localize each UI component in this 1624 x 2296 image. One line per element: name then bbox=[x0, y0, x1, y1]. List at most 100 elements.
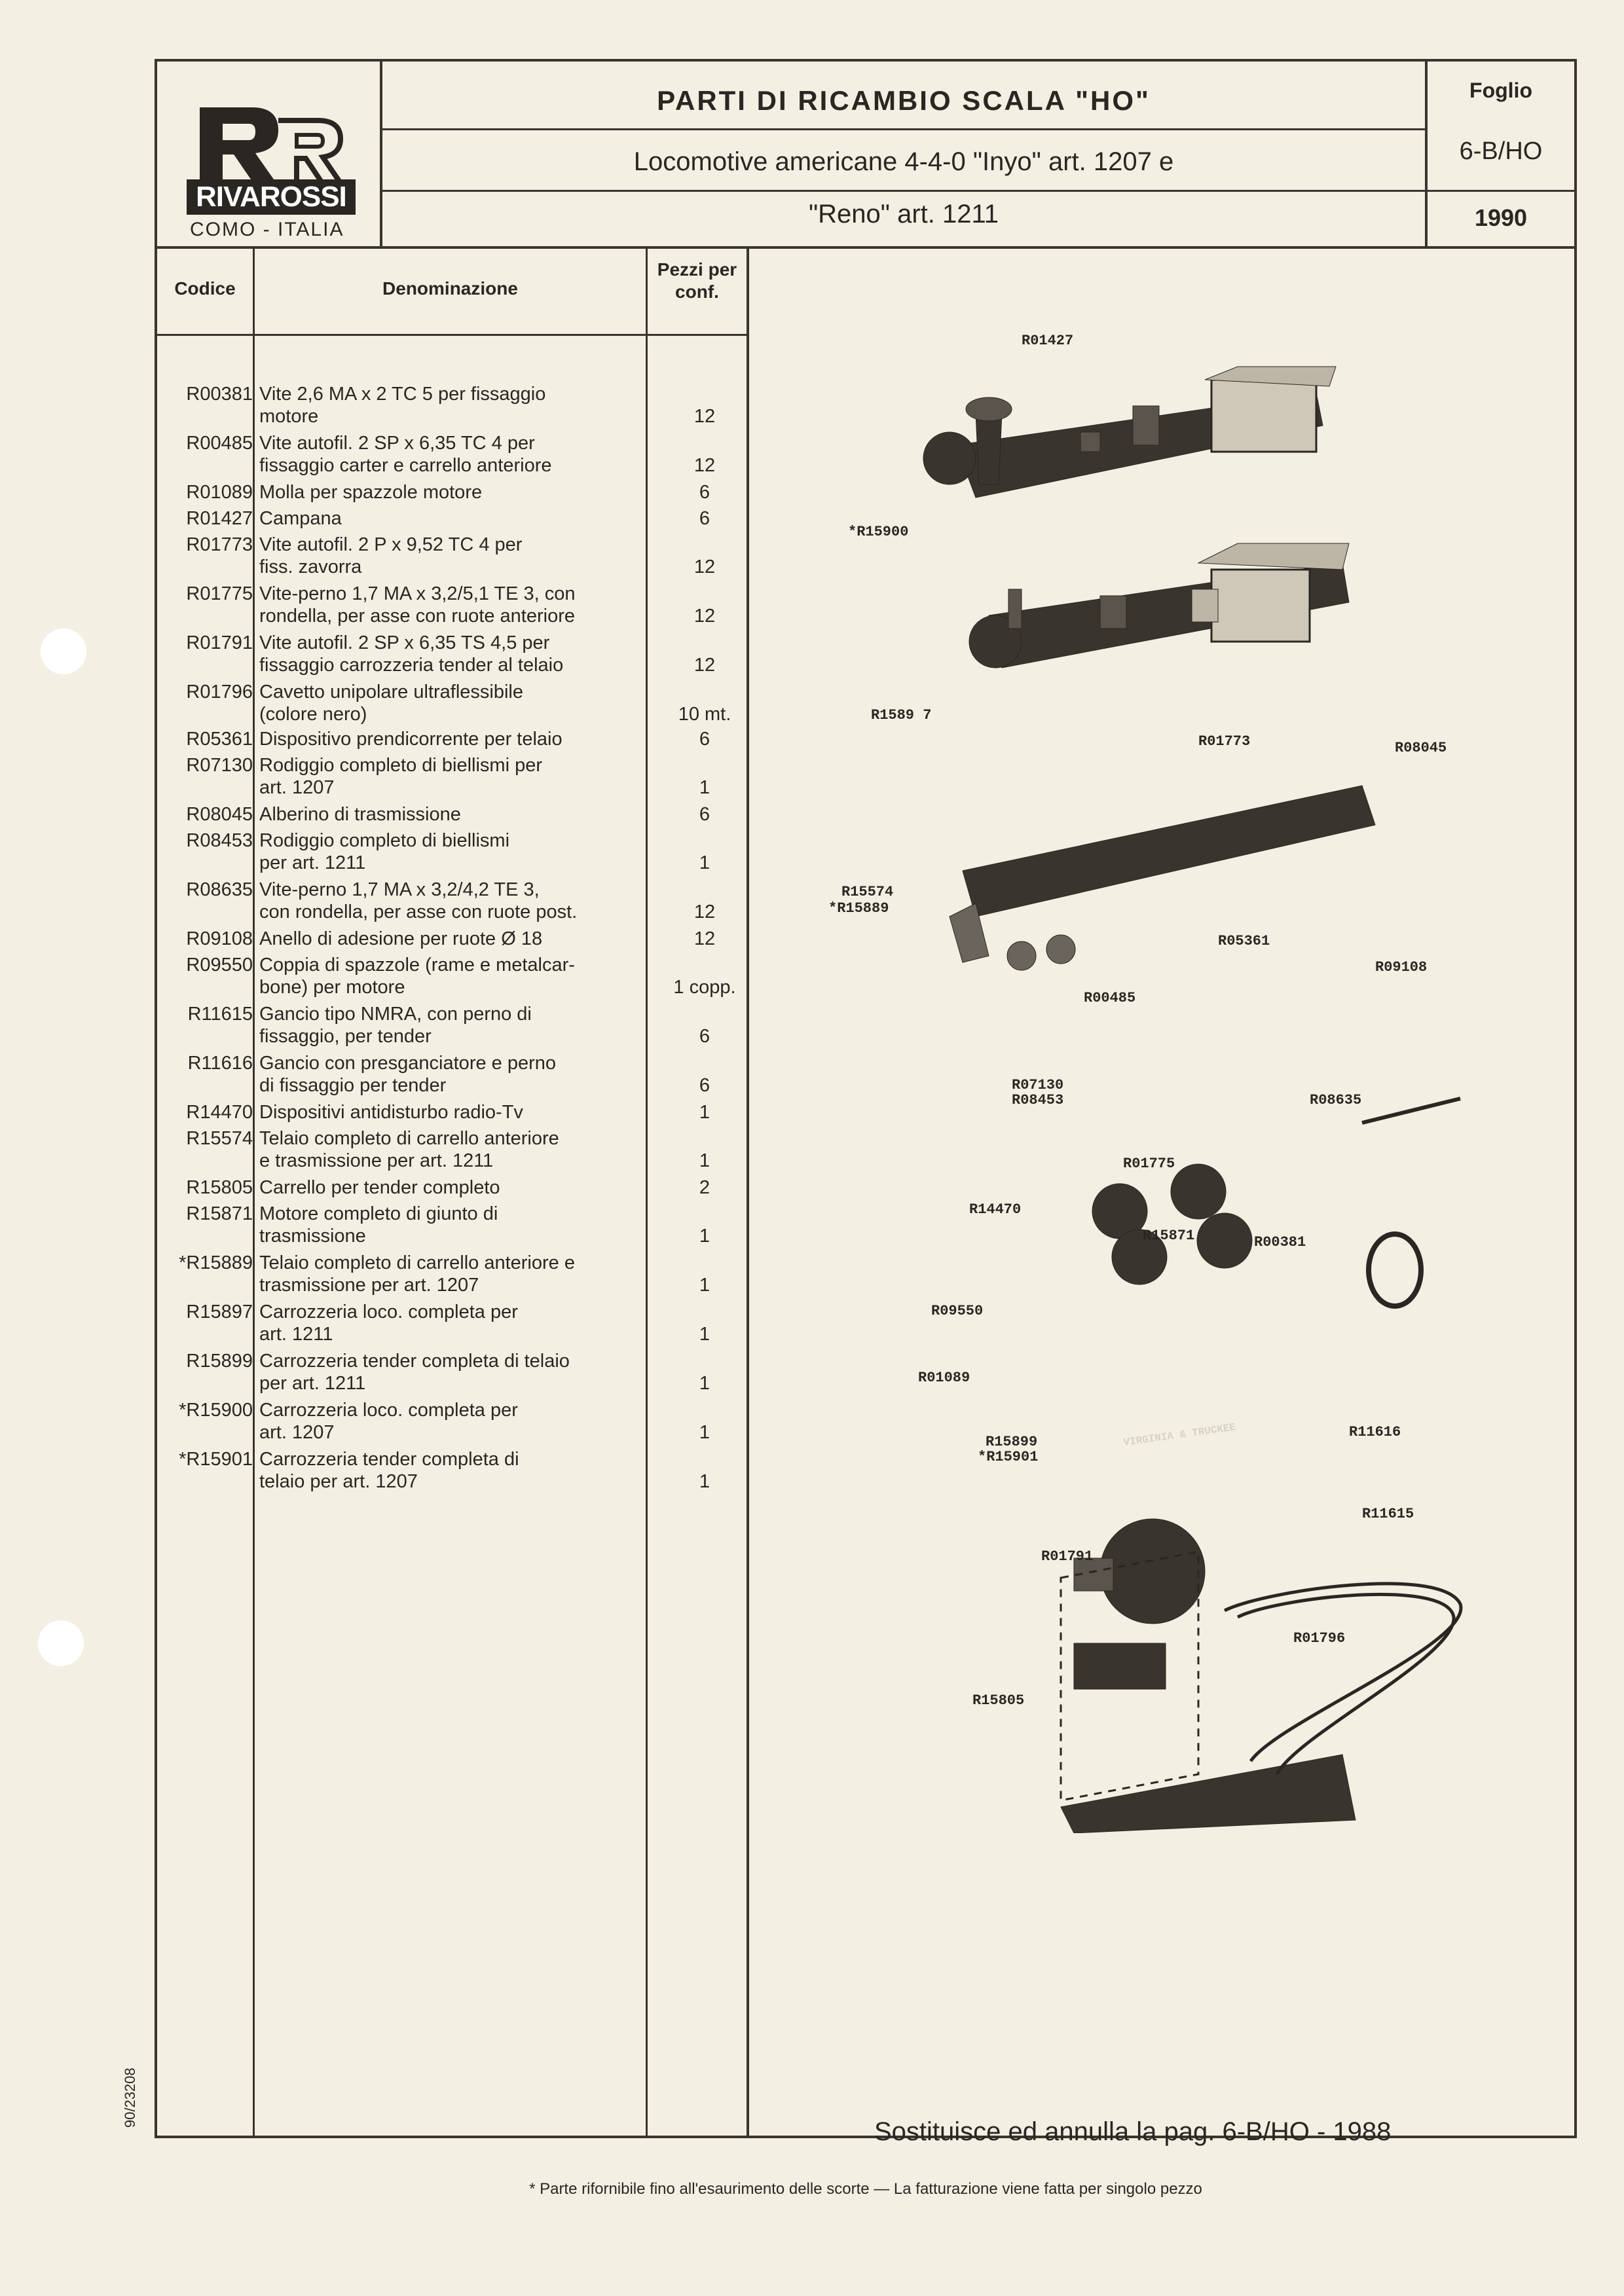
col-name-header: Denominazione bbox=[382, 278, 518, 299]
brand-name: RIVAROSSI bbox=[187, 179, 356, 215]
document-code: 90/23208 bbox=[122, 2068, 138, 2128]
chassis-icon bbox=[949, 785, 1376, 971]
sheet-title: PARTI DI RICAMBIO SCALA "HO" bbox=[657, 85, 1151, 116]
sheet-subtitle-1: Locomotive americane 4-4-0 "Inyo" art. 1… bbox=[633, 147, 1174, 176]
part-quantity: 1 bbox=[699, 777, 710, 798]
part-quantity: 1 bbox=[699, 852, 710, 873]
wheelset-icon bbox=[1092, 1163, 1253, 1285]
label-r09550: R09550 bbox=[931, 1303, 984, 1319]
part-code: R15871 bbox=[186, 1203, 253, 1224]
part-description-line-1: Gancio con presganciatore e perno bbox=[259, 1053, 557, 1074]
part-description-line-1: Vite-perno 1,7 MA x 3,2/4,2 TE 3, bbox=[259, 879, 540, 900]
part-quantity: 12 bbox=[693, 455, 716, 476]
brand-logo: RIVAROSSI COMO - ITALIA bbox=[157, 62, 380, 244]
part-description-line-2: trasmissione per art. 1207 bbox=[259, 1275, 479, 1296]
part-code: R07130 bbox=[186, 755, 253, 776]
part-description-line-1: Vite autofil. 2 SP x 6,35 TS 4,5 per bbox=[259, 632, 550, 653]
label-r15899: R15899 bbox=[986, 1434, 1038, 1450]
part-code: R01796 bbox=[186, 682, 253, 702]
part-description: Coppia di spazzole (rame e metalcar-bone… bbox=[259, 954, 796, 998]
part-description-line-2: motore bbox=[259, 406, 319, 427]
part-quantity: 12 bbox=[693, 902, 716, 922]
part-code: R08045 bbox=[186, 804, 253, 825]
part-code: R09550 bbox=[186, 955, 253, 975]
part-description-line-2: telaio per art. 1207 bbox=[259, 1471, 418, 1492]
part-description-line-1: Rodiggio completo di biellismi per bbox=[259, 755, 542, 776]
part-description-line-1: Anello di adesione per ruote Ø 18 bbox=[259, 928, 543, 949]
part-code: R15899 bbox=[186, 1351, 253, 1372]
part-code: R01089 bbox=[186, 482, 253, 503]
part-code: *R15901 bbox=[179, 1449, 253, 1470]
part-code: R01773 bbox=[186, 534, 253, 555]
part-description: Molla per spazzole motore bbox=[259, 481, 796, 503]
label-r01791: R01791 bbox=[1041, 1548, 1094, 1565]
part-quantity: 1 bbox=[699, 1226, 710, 1247]
part-description: Anello di adesione per ruote Ø 18 bbox=[259, 928, 796, 950]
part-quantity: 2 bbox=[699, 1177, 710, 1198]
exploded-parts-diagram bbox=[923, 366, 1461, 1833]
col-qty-header: Pezzi per conf. bbox=[657, 259, 737, 302]
part-description: Cavetto unipolare ultraflessibile(colore… bbox=[259, 681, 796, 725]
label-r07130: R07130 bbox=[1012, 1077, 1064, 1093]
part-description-line-1: Vite 2,6 MA x 2 TC 5 per fissaggio bbox=[259, 384, 546, 405]
part-description-line-1: Carrello per tender completo bbox=[259, 1177, 500, 1198]
part-quantity: 6 bbox=[699, 1026, 710, 1047]
part-description: Dispositivo prendicorrente per telaio bbox=[259, 728, 796, 750]
part-description-line-1: Carrozzeria tender completa di bbox=[259, 1449, 519, 1470]
part-quantity: 6 bbox=[699, 482, 710, 503]
part-description-line-1: Vite-perno 1,7 MA x 3,2/5,1 TE 3, con bbox=[259, 583, 576, 604]
label-r09108: R09108 bbox=[1375, 959, 1428, 975]
part-code: R15574 bbox=[186, 1128, 253, 1149]
part-quantity: 12 bbox=[693, 655, 716, 676]
part-quantity: 1 bbox=[699, 1422, 710, 1443]
part-description-line-2: per art. 1211 bbox=[259, 1373, 366, 1394]
part-code: R01791 bbox=[186, 632, 253, 653]
label-r15900: *R15900 bbox=[848, 524, 909, 540]
label-r01089: R01089 bbox=[918, 1370, 970, 1386]
part-description-line-1: Vite autofil. 2 P x 9,52 TC 4 per bbox=[259, 534, 523, 555]
part-description-line-1: Dispositivi antidisturbo radio-Tv bbox=[259, 1102, 523, 1123]
part-code: R00381 bbox=[186, 384, 253, 405]
cable-icon bbox=[1223, 1582, 1463, 1762]
part-quantity: 1 bbox=[699, 1324, 710, 1345]
part-quantity: 10 mt. bbox=[678, 704, 731, 725]
part-description-line-1: Cavetto unipolare ultraflessibile bbox=[259, 682, 523, 702]
part-description-line-1: Gancio tipo NMRA, con perno di bbox=[259, 1004, 532, 1025]
part-code: R09108 bbox=[186, 928, 253, 949]
part-code: R11616 bbox=[187, 1053, 253, 1074]
punch-hole-bottom bbox=[38, 1620, 84, 1666]
replacement-note: Sostituisce ed annulla la pag. 6-B/HO - … bbox=[874, 2117, 1392, 2146]
part-quantity: 1 copp. bbox=[673, 977, 736, 998]
part-code: *R15889 bbox=[179, 1252, 253, 1273]
sheet-year: 1990 bbox=[1474, 204, 1528, 231]
label-r00381: R00381 bbox=[1254, 1234, 1306, 1250]
part-description-line-2: fissaggio carrozzeria tender al telaio bbox=[259, 655, 564, 676]
part-description-line-2: bone) per motore bbox=[259, 977, 405, 998]
part-description-line-2: rondella, per asse con ruote anteriore bbox=[259, 606, 576, 627]
locomotive-body-1211-icon bbox=[969, 543, 1350, 668]
part-quantity: 12 bbox=[693, 606, 716, 627]
label-r15901: *R15901 bbox=[978, 1449, 1039, 1465]
tender-truck-and-cable-diagram bbox=[1060, 1550, 1463, 1802]
part-quantity: 6 bbox=[699, 508, 710, 529]
label-r05361: R05361 bbox=[1218, 933, 1270, 949]
label-r15897: R1589 7 bbox=[871, 707, 932, 723]
part-description-line-2: art. 1211 bbox=[259, 1324, 333, 1345]
tender-icon bbox=[1060, 1754, 1356, 1833]
part-quantity: 12 bbox=[693, 556, 716, 577]
part-description-line-2: di fissaggio per tender bbox=[259, 1075, 447, 1096]
traction-ring-icon bbox=[1366, 1231, 1424, 1309]
tender-truck-icon bbox=[1073, 1643, 1166, 1690]
label-r11616: R11616 bbox=[1349, 1424, 1401, 1440]
part-code: R00485 bbox=[186, 433, 253, 454]
col-code-header: Codice bbox=[174, 278, 236, 299]
footnote: * Parte rifornibile fino all'esaurimento… bbox=[529, 2180, 1202, 2198]
